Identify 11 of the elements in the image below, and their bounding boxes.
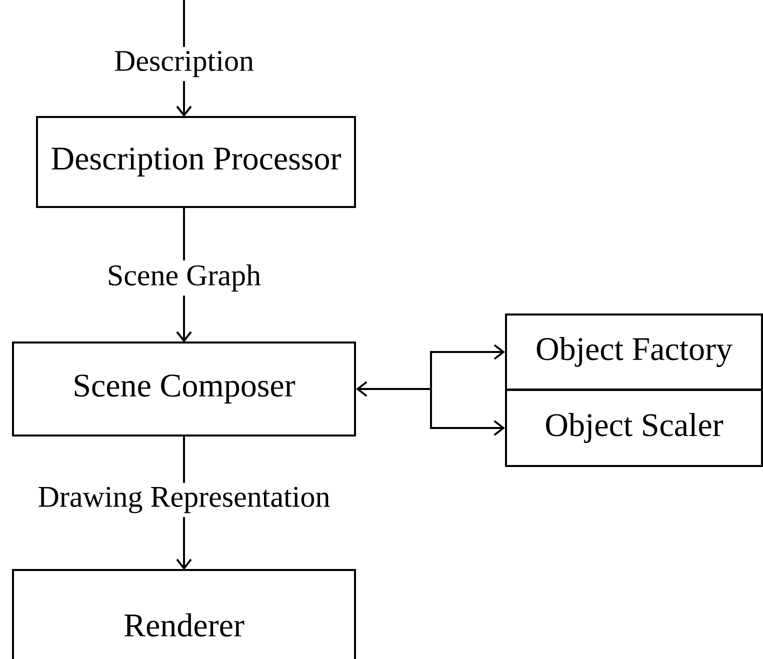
- process-box: Object Scaler: [505, 389, 763, 467]
- arrow: [356, 381, 431, 397]
- process-box: Description Processor: [36, 116, 356, 208]
- edge-label: Scene Graph: [102, 260, 266, 296]
- process-box: Scene Composer: [12, 342, 356, 436]
- arrow: [430, 344, 505, 389]
- process-box: Object Factory: [505, 314, 763, 390]
- arrow: [430, 389, 505, 436]
- edge-label: Description: [110, 46, 258, 82]
- edge-label: Drawing Representation: [34, 482, 334, 518]
- process-box: Renderer: [12, 569, 356, 659]
